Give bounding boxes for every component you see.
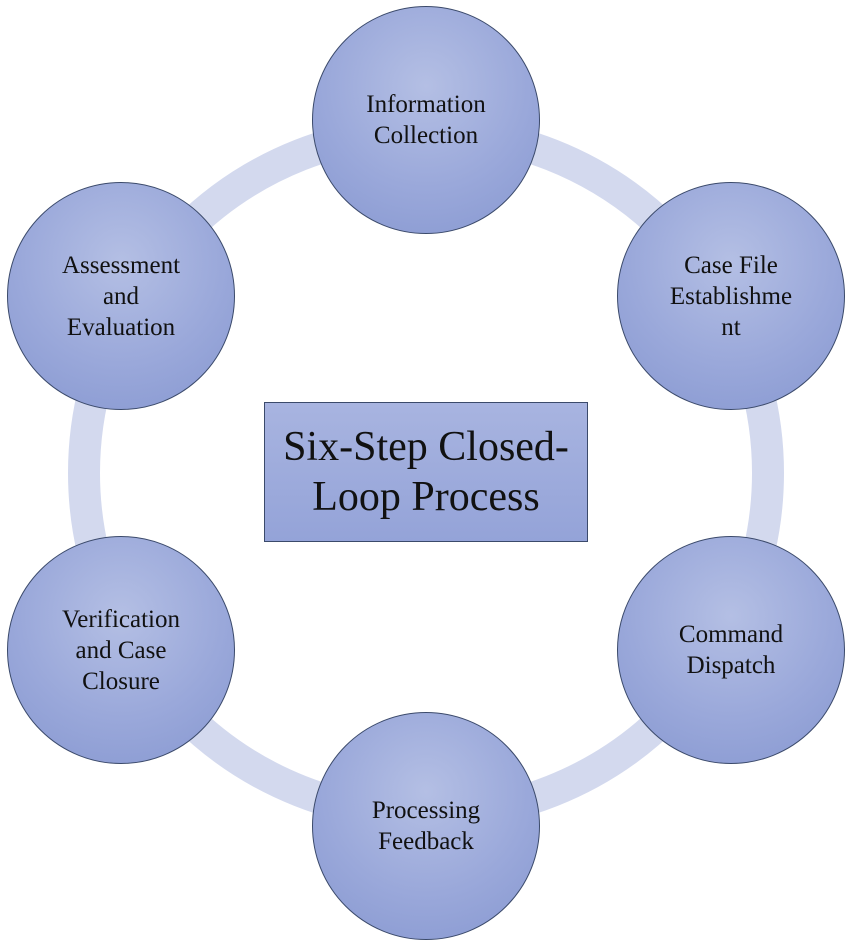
step-command-dispatch: Command Dispatch [617, 536, 845, 764]
step-label: Verification and Case Closure [61, 605, 180, 695]
step-assessment-evaluation: Assessment and Evaluation [7, 182, 235, 410]
step-verification-case-closure: Verification and Case Closure [7, 536, 235, 764]
step-label: Case File Establishme nt [669, 251, 793, 341]
step-processing-feedback: Processing Feedback [312, 712, 540, 940]
center-title-box: Six-Step Closed- Loop Process [264, 402, 588, 542]
step-label: Command Dispatch [678, 621, 784, 679]
step-label: Processing Feedback [371, 797, 481, 855]
step-label: Information Collection [366, 91, 486, 149]
center-title: Six-Step Closed- Loop Process [283, 424, 569, 520]
step-label: Assessment and Evaluation [61, 251, 181, 341]
step-information-collection: Information Collection [312, 6, 540, 234]
step-case-file-establishment: Case File Establishme nt [617, 182, 845, 410]
